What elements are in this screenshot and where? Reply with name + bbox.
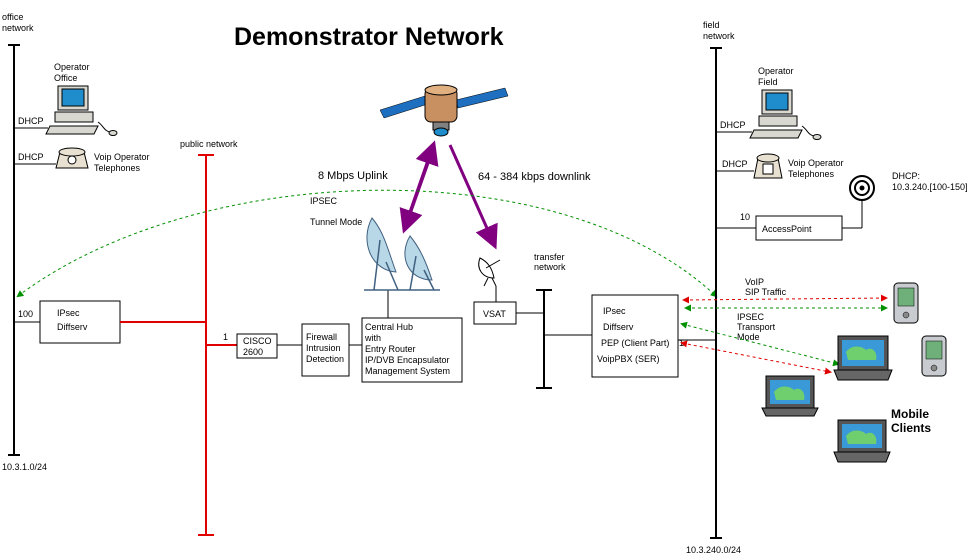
- operator-office-label-2: Office: [54, 73, 77, 83]
- ipsec-transport-label-2: Transport: [737, 322, 776, 332]
- gateway-label-1: IPsec: [603, 306, 626, 316]
- laptop-icon: [761, 375, 819, 417]
- ipsec-tunnel-label: IPSEC: [310, 196, 338, 206]
- gateway-label-2: Diffserv: [603, 322, 634, 332]
- transfer-network: transfer network VSAT IPsec Diffserv PEP…: [473, 252, 716, 389]
- field-phone-label-2: Telephones: [788, 169, 835, 179]
- firewall-label-3: Detection: [306, 354, 344, 364]
- firewall-label-1: Firewall: [306, 332, 337, 342]
- office-port: 100: [18, 309, 33, 319]
- mobile-clients-label-1: Mobile: [891, 407, 929, 421]
- voip-label-1: VoIP: [745, 277, 764, 287]
- dhcp-range-label-1: DHCP:: [892, 171, 920, 181]
- field-network-label-2: network: [703, 31, 735, 41]
- firewall-box: [301, 323, 350, 377]
- hub-dish-icon: [364, 217, 440, 291]
- access-point-label: AccessPoint: [762, 224, 812, 234]
- field-network: field network 10.3.240.0/24 Operator Fie…: [680, 20, 968, 555]
- office-network: office network 10.3.1.0/24 Operator Offi…: [2, 12, 150, 472]
- ipsec-transport-label-1: IPSEC: [737, 312, 765, 322]
- office-phone-label-1: Voip Operator: [94, 152, 150, 162]
- hub-label-5: Management System: [365, 366, 450, 376]
- ipsec-tunnel-arc: [16, 189, 718, 298]
- downlink-arrow: [448, 144, 498, 250]
- office-dhcp-pc: DHCP: [18, 116, 44, 126]
- diagram-title: Demonstrator Network: [234, 23, 504, 51]
- vsat-dish-icon: [478, 257, 501, 287]
- office-diffserv-label: Diffserv: [57, 322, 88, 332]
- tunnel-mode-label: Tunnel Mode: [310, 217, 362, 227]
- cisco-label-2: 2600: [243, 347, 263, 357]
- cisco-router-box: [236, 333, 278, 359]
- pda-icon: [921, 335, 947, 377]
- field-subnet: 10.3.240.0/24: [686, 545, 741, 555]
- central-hub-box: [361, 317, 463, 383]
- office-phone-label-2: Telephones: [94, 163, 141, 173]
- field-pc-icon: [749, 89, 822, 140]
- voip-label-2: SIP Traffic: [745, 287, 787, 297]
- gateway-box: [591, 294, 679, 378]
- downlink-label: 64 - 384 kbps downlink: [478, 171, 591, 183]
- cisco-label-1: CISCO: [243, 336, 272, 346]
- office-subnet: 10.3.1.0/24: [2, 462, 47, 472]
- antenna-icon: [849, 175, 875, 201]
- field-phone-label-1: Voip Operator: [788, 158, 844, 168]
- office-network-label-1: office: [2, 12, 23, 22]
- operator-office-label-1: Operator: [54, 62, 90, 72]
- hub-label-2: with: [364, 333, 381, 343]
- vsat-label: VSAT: [483, 309, 506, 319]
- field-network-label-1: field: [703, 20, 720, 30]
- operator-field-label-2: Field: [758, 77, 778, 87]
- laptop-icon: [833, 419, 891, 463]
- transfer-label-2: network: [534, 262, 566, 272]
- field-dhcp-phone: DHCP: [722, 159, 748, 169]
- hub-label-3: Entry Router: [365, 344, 416, 354]
- cisco-port: 1: [223, 332, 228, 342]
- sip-arrow-laptop: [680, 340, 832, 375]
- dhcp-range-label-2: 10.3.240.[100-150]: [892, 182, 968, 192]
- transfer-label-1: transfer: [534, 252, 565, 262]
- operator-field-label-1: Operator: [758, 66, 794, 76]
- office-phone-icon: [55, 147, 89, 169]
- ap-port: 10: [740, 212, 750, 222]
- public-network: public network 1 CISCO 2600 Firewall Int…: [120, 139, 463, 536]
- hub-label-1: Central Hub: [365, 322, 413, 332]
- office-ipsec-label: IPsec: [57, 308, 80, 318]
- gateway-label-3: PEP (Client Part): [601, 338, 669, 348]
- field-phone-icon: [753, 153, 783, 179]
- gateway-label-4: VoipPBX (SER): [597, 354, 660, 364]
- mobile-clients-label-2: Clients: [891, 421, 931, 435]
- laptop-icon: [833, 335, 893, 381]
- satellite-icon: [379, 84, 509, 137]
- uplink-label: 8 Mbps Uplink: [318, 170, 388, 182]
- public-network-label: public network: [180, 139, 238, 149]
- sip-arrow-pda: [682, 294, 888, 304]
- office-pc-icon: [45, 85, 118, 136]
- office-network-label-2: network: [2, 23, 34, 33]
- pda-icon: [893, 282, 919, 324]
- firewall-label-2: Intrusion: [306, 343, 341, 353]
- hub-label-4: IP/DVB Encapsulator: [365, 355, 450, 365]
- office-dhcp-phone: DHCP: [18, 152, 44, 162]
- field-dhcp-pc: DHCP: [720, 120, 746, 130]
